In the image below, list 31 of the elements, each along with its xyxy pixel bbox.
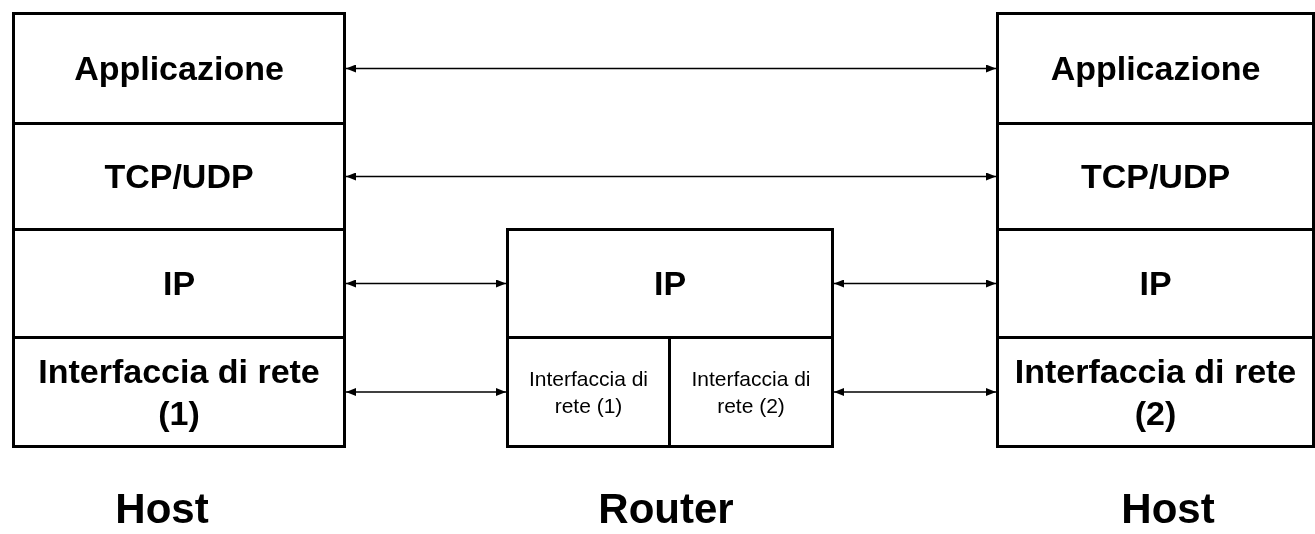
double-arrow — [833, 388, 997, 396]
layer-label: IP — [653, 263, 687, 305]
layer-box — [12, 228, 346, 339]
layer-box — [12, 336, 346, 448]
double-arrow — [345, 172, 997, 181]
layer-box — [996, 12, 1315, 125]
device-label: Host — [115, 485, 209, 533]
layer-box — [12, 12, 346, 125]
device-label: Router — [598, 485, 734, 533]
layer-label: Interfaccia di rete (1) — [37, 350, 321, 434]
double-arrow — [345, 388, 507, 396]
layer-label: Interfaccia di rete (2) — [1013, 350, 1298, 434]
layer-box — [668, 336, 834, 448]
layer-label: Applicazione — [74, 48, 284, 90]
layer-label: TCP/UDP — [1080, 156, 1231, 198]
layer-label: Applicazione — [1050, 48, 1261, 90]
layer-box — [996, 228, 1315, 339]
layer-box — [996, 336, 1315, 448]
layer-box — [506, 228, 834, 339]
layer-label: IP — [162, 263, 196, 305]
double-arrow — [345, 279, 507, 288]
layer-label: TCP/UDP — [104, 156, 254, 198]
layer-label: Interfaccia di rete (1) — [527, 365, 650, 419]
double-arrow — [833, 279, 997, 288]
layer-label: Interfaccia di rete (2) — [690, 365, 812, 419]
layer-label: IP — [1139, 263, 1172, 305]
layer-box — [12, 122, 346, 231]
layer-box — [506, 336, 671, 448]
double-arrow — [345, 64, 997, 73]
device-label: Host — [1121, 485, 1215, 533]
layer-box — [996, 122, 1315, 231]
